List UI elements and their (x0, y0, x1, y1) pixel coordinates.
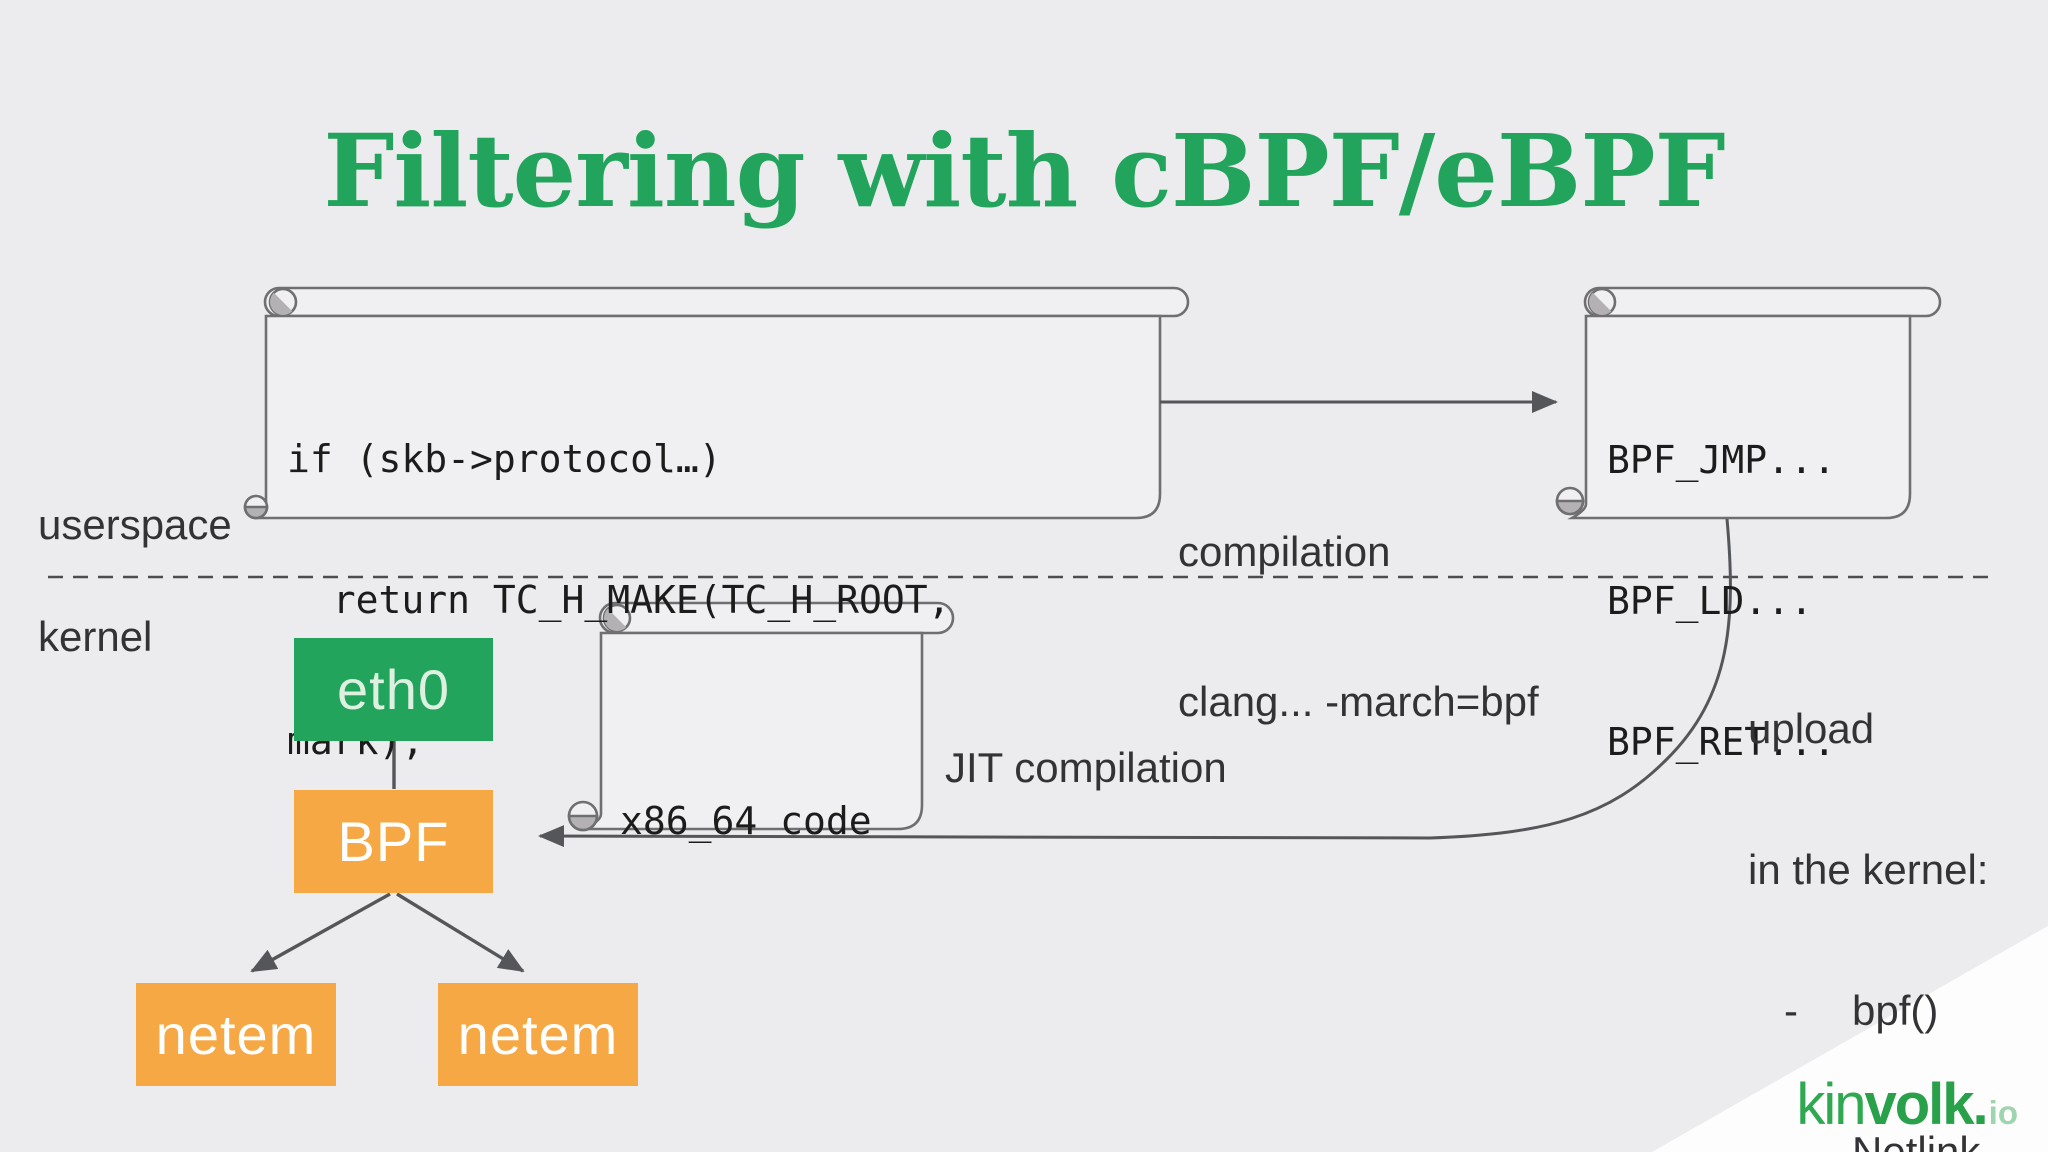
slide-title: Filtering with cBPF/eBPF (323, 112, 1725, 230)
node-netem-left: netem (136, 983, 336, 1086)
compilation-line2: clang... -march=bpf (1178, 678, 1539, 725)
logo-kin: kin (1796, 1072, 1866, 1137)
upload-line1: upload (1748, 705, 1875, 752)
node-bpf: BPF (294, 790, 493, 893)
scroll-source-code: if (skb->protocol…) return TC_H_MAKE(TC_… (287, 342, 950, 859)
code-line: BPF_LD... (1607, 579, 1813, 623)
code-line: BPF_RET... (1607, 720, 1836, 764)
bpf-netem-right-arrow (396, 892, 525, 973)
kernel-label: kernel (38, 613, 153, 660)
scroll-x86-code: x86_64 code (620, 704, 872, 939)
node-netem-right: netem (438, 983, 638, 1086)
scroll-x86-code-shape (567, 601, 955, 832)
userspace-label: userspace (38, 501, 232, 548)
logo-volk: volk. (1864, 1072, 1989, 1137)
node-eth0: eth0 (294, 638, 493, 741)
upload-bullet-netlink: - Netlink (1748, 1128, 1988, 1152)
code-line: return TC_H_MAKE(TC_H_ROOT, (287, 578, 951, 622)
scroll-source-code-shape (243, 286, 1190, 520)
upload-line2: in the kernel: (1748, 846, 1989, 893)
code-line: x86_64 code (620, 799, 872, 843)
logo-io: io (1988, 1094, 2018, 1131)
upload-label: upload in the kernel: - bpf() - Netlink (1748, 611, 1988, 1152)
compilation-line1: compilation (1178, 528, 1391, 575)
scroll-bpf-bytecode: BPF_JMP... BPF_LD... BPF_RET... (1607, 343, 1836, 860)
scroll-bpf-bytecode-shape (1555, 286, 1942, 520)
bpf-netem-left-arrow (250, 892, 391, 973)
upload-to-bpf-arrow (538, 518, 1732, 848)
code-line: BPF_JMP... (1607, 438, 1836, 482)
jit-compilation-label: JIT compilation (945, 744, 1227, 791)
bullet-dash: - (1784, 987, 1798, 1034)
code-line: if (skb->protocol…) (287, 437, 722, 481)
corner-wedge (1652, 926, 2048, 1152)
bullet-text: bpf() (1852, 987, 1939, 1034)
bullet-dash: - (1784, 1128, 1798, 1152)
upload-bullet-bpf: - bpf() (1748, 987, 1988, 1034)
bullet-text: Netlink (1852, 1128, 1981, 1152)
compilation-label: compilation clang... -march=bpf (1178, 427, 1539, 827)
